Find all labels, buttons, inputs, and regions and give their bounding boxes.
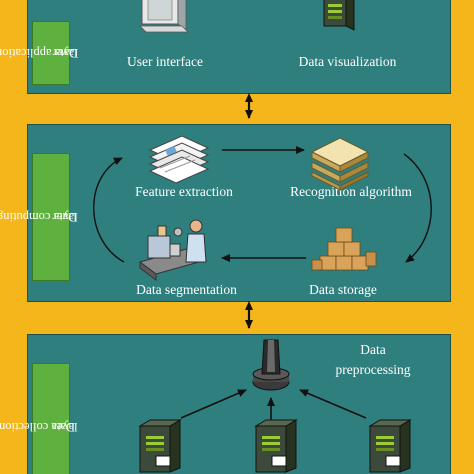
layers-icon	[310, 137, 370, 191]
feature-extraction-label: Feature extraction	[135, 184, 233, 199]
hub-icon	[252, 339, 290, 391]
arrow-server-right-to-hub	[299, 389, 367, 419]
kiosk-icon	[139, 0, 189, 33]
boxes-icon	[311, 227, 377, 271]
data-visualization-label: Data visualization	[298, 54, 397, 69]
arrow-recognition-to-storage	[403, 153, 432, 263]
arrow-server-left-to-hub	[180, 389, 247, 419]
server-icon	[254, 419, 298, 473]
server-icon	[368, 419, 412, 473]
data-storage-label: Data storage	[309, 282, 377, 297]
arrow-segmentation-to-feature	[93, 157, 125, 263]
documents-icon	[148, 135, 210, 184]
preprocessing-line: preprocessing	[335, 362, 411, 377]
user-interface-label: User interface	[126, 54, 204, 69]
server-icon	[138, 419, 182, 473]
recognition-algorithm-label: Recognition algorithm	[290, 184, 412, 199]
worker-machine-icon	[138, 219, 208, 281]
preprocessing-line: Data	[360, 342, 386, 357]
data-segmentation-label: Data segmentation	[136, 282, 237, 297]
data-preprocessing-label: Data preprocessing	[318, 340, 428, 380]
server-icon	[323, 0, 355, 31]
